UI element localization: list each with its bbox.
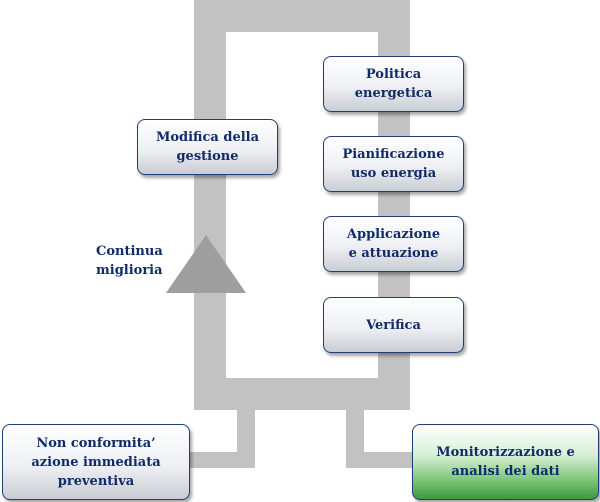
modifica-gestione-box: Modifica della gestione (137, 119, 278, 175)
right-connector (346, 410, 412, 468)
applicazione-box: Applicazione e attuazione (323, 216, 464, 272)
non-conformita-box: Non conformita’ azione immediata prevent… (2, 424, 190, 500)
monitorizzazione-box: Monitorizzazione e analisi dei dati (412, 424, 599, 500)
verifica-box: Verifica (323, 297, 464, 353)
left-connector (188, 410, 255, 468)
continua-miglioria-label: Continua miglioria (96, 244, 163, 278)
continua-arrow (166, 235, 246, 293)
pianificazione-box: Pianificazione uso energia (323, 136, 464, 192)
politica-energetica-box: Politica energetica (323, 56, 464, 112)
improvement-loop (194, 0, 410, 410)
